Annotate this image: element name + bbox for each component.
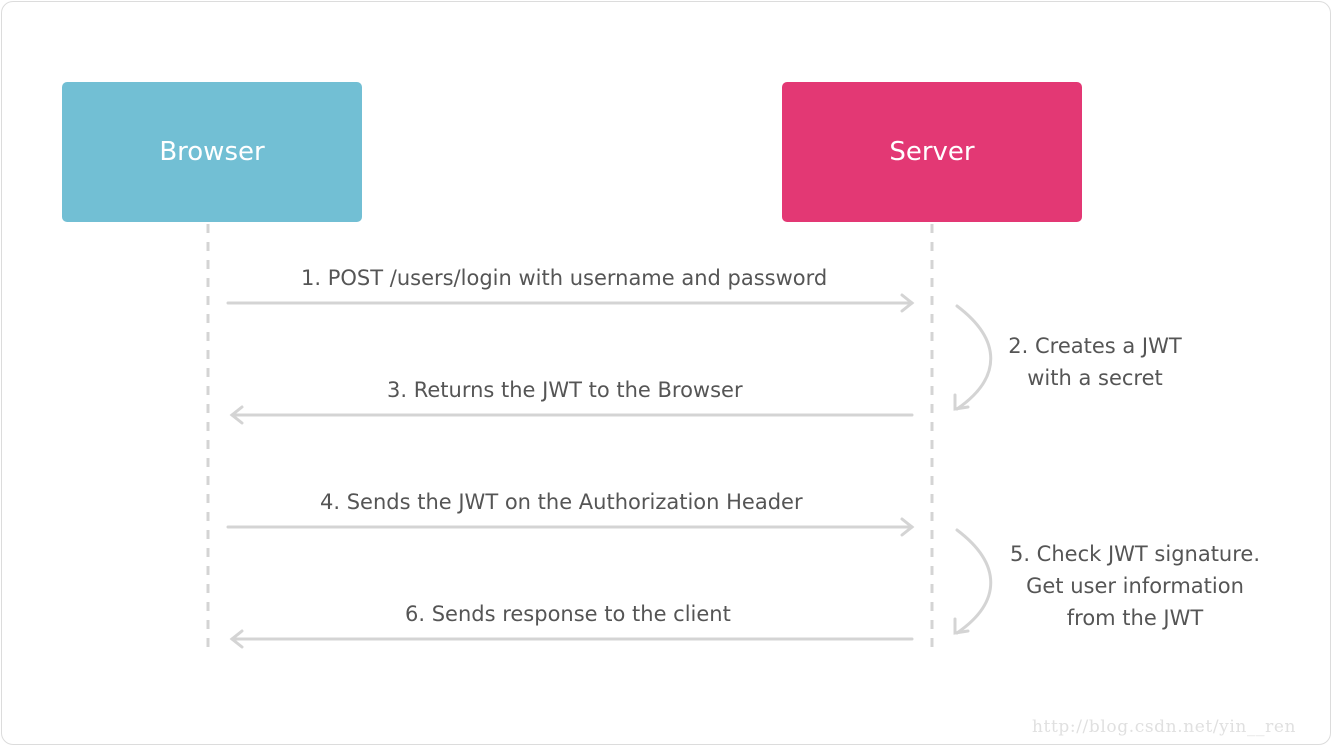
note-line: from the JWT <box>1066 606 1204 630</box>
server-label: Server <box>889 137 975 167</box>
message-arrow-6 <box>229 629 914 649</box>
message-arrow-1 <box>226 293 915 313</box>
note-line: Get user information <box>1026 574 1244 598</box>
note-line: 5. Check JWT signature. <box>1009 542 1261 566</box>
server-actor-box: Server <box>782 82 1082 222</box>
note-line: with a secret <box>1027 366 1163 390</box>
watermark: http://blog.csdn.net/yin__ren <box>1032 717 1297 737</box>
server-note-check-jwt: 5. Check JWT signature. Get user informa… <box>1000 538 1270 634</box>
message-label-4: 4. Sends the JWT on the Authorization He… <box>320 490 803 514</box>
message-arrow-4 <box>226 517 915 537</box>
message-label-3: 3. Returns the JWT to the Browser <box>387 378 743 402</box>
note-line: 2. Creates a JWT <box>1008 334 1182 358</box>
message-label-1: 1. POST /users/login with username and p… <box>301 266 828 290</box>
self-arrow-note-5 <box>953 528 993 635</box>
server-note-create-jwt: 2. Creates a JWT with a secret <box>990 330 1200 394</box>
self-arrow-note-2 <box>953 304 993 411</box>
message-label-6: 6. Sends response to the client <box>405 602 731 626</box>
browser-actor-box: Browser <box>62 82 362 222</box>
browser-label: Browser <box>159 137 265 167</box>
message-arrow-3 <box>229 405 914 425</box>
